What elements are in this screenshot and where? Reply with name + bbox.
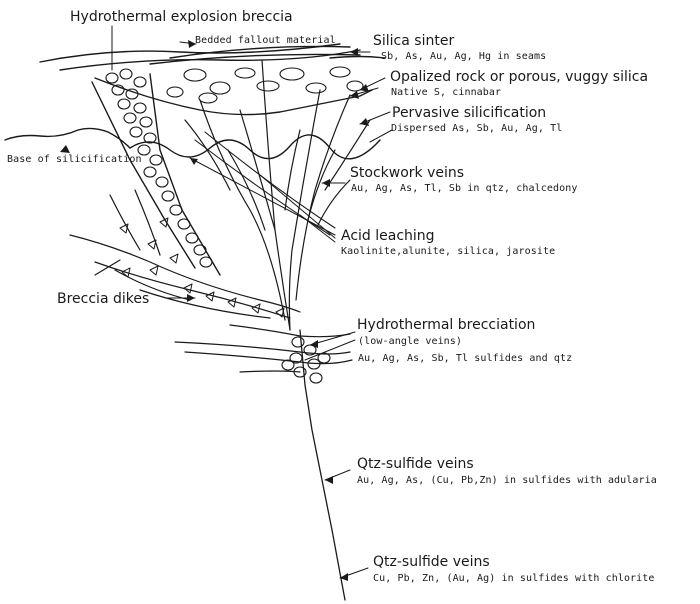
opalized-boundary	[95, 78, 372, 115]
label-acid-leaching: Acid leaching	[341, 229, 435, 243]
label-hydro-brecciation-sub2: Au, Ag, As, Sb, Tl sulfides and qtz	[358, 354, 572, 364]
acid-leaching-zone	[195, 132, 335, 235]
breccia-clasts	[106, 69, 212, 267]
label-opalized: Opalized rock or porous, vuggy silica	[390, 70, 648, 84]
label-explosion-breccia: Hydrothermal explosion breccia	[70, 10, 293, 24]
label-pervasive: Pervasive silicification	[392, 106, 546, 120]
label-hydro-brecciation: Hydrothermal brecciation	[357, 318, 535, 332]
label-qtz-sulfide-2: Qtz-sulfide veins	[373, 555, 490, 569]
label-qtz-sulfide-1: Qtz-sulfide veins	[357, 457, 474, 471]
hydrothermal-brecciation-veins	[175, 325, 352, 372]
arrowheads	[60, 40, 369, 581]
label-qtz-sulfide-1-sub: Au, Ag, As, (Cu, Pb,Zn) in sulfides with…	[357, 476, 657, 486]
label-opalized-sub: Native S, cinnabar	[391, 88, 501, 98]
stockwork-veins	[185, 60, 370, 330]
surface-layers	[40, 44, 385, 70]
main-feeder-vein	[300, 330, 345, 600]
label-silica-sinter-sub: Sb, As, Au, Ag, Hg in seams	[381, 52, 546, 62]
label-silica-sinter: Silica sinter	[373, 34, 454, 48]
label-breccia-dikes: Breccia dikes	[57, 292, 149, 306]
label-stockwork: Stockwork veins	[350, 166, 464, 180]
label-base-silicification: Base of silicification	[7, 155, 142, 165]
label-stockwork-sub: Au, Ag, As, Tl, Sb in qtz, chalcedony	[351, 184, 577, 194]
base-of-silicification-line	[5, 128, 130, 148]
label-qtz-sulfide-2-sub: Cu, Pb, Zn, (Au, Ag) in sulfides with ch…	[373, 574, 655, 584]
label-pervasive-sub: Dispersed As, Sb, Au, Ag, Tl	[391, 124, 562, 134]
label-bedded-fallout: Bedded fallout material	[195, 36, 336, 46]
label-acid-leaching-sub: Kaolinite,alunite, silica, jarosite	[341, 247, 555, 257]
label-hydro-brecciation-sub1: (low-angle veins)	[358, 337, 462, 347]
pervasive-boundary	[130, 135, 380, 159]
